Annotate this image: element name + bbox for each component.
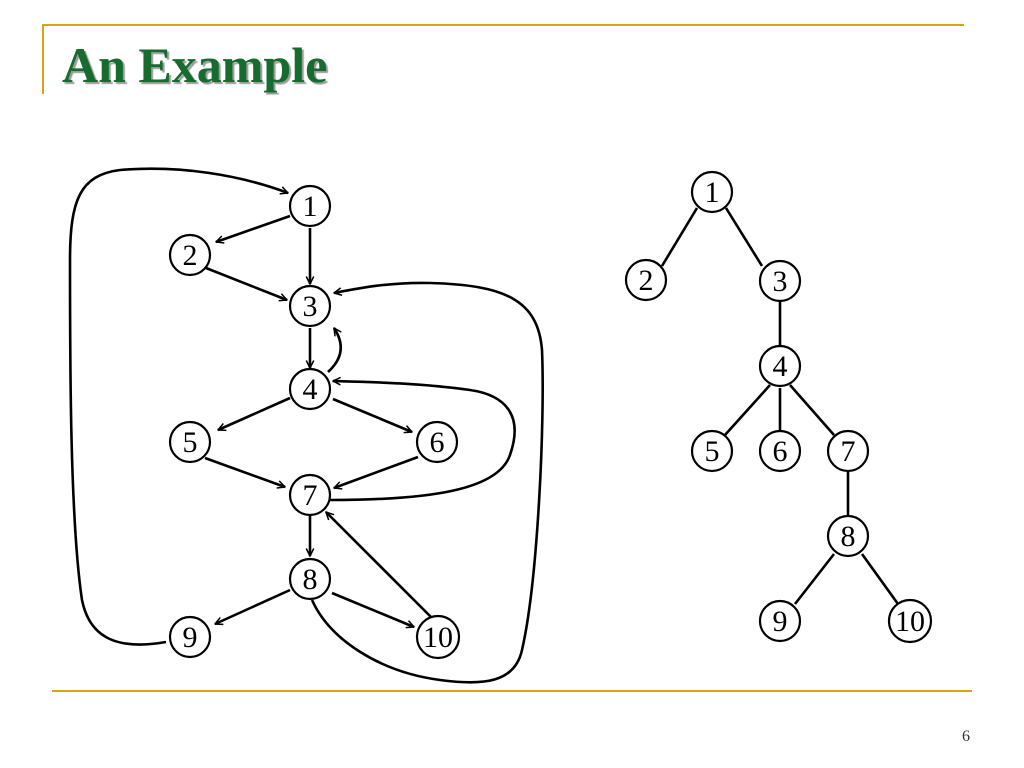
graph-node-7: 7 — [288, 473, 332, 517]
tree-edge-1-3 — [724, 207, 764, 267]
tree-node-9: 9 — [758, 599, 802, 643]
tree-node-10-label: 10 — [895, 605, 925, 638]
graph-node-4-label: 4 — [303, 373, 318, 406]
slide-title: An Example — [62, 37, 328, 93]
edge-2-3 — [205, 266, 287, 300]
graph-node-9: 9 — [168, 615, 212, 659]
tree-edges — [660, 207, 900, 605]
tree-node-3: 3 — [758, 259, 802, 303]
edge-9-1 — [68, 167, 288, 646]
graph-node-7-label: 7 — [303, 479, 318, 512]
tree-node-10: 10 — [887, 598, 933, 644]
edge-5-7 — [204, 456, 285, 487]
graph-node-8: 8 — [288, 557, 332, 601]
tree-node-6: 6 — [758, 429, 802, 473]
tree-node-1: 1 — [690, 170, 734, 214]
edge-4-5 — [218, 396, 291, 432]
bottom-rule — [52, 690, 972, 692]
edge-7-4 — [329, 381, 516, 502]
graph-node-10: 10 — [415, 614, 461, 660]
graph-node-6: 6 — [415, 420, 459, 464]
graph-node-5-label: 5 — [183, 426, 198, 459]
top-rule — [42, 24, 964, 26]
edge-4-6 — [332, 397, 412, 432]
edge-8-9 — [215, 588, 291, 626]
page-number: 6 — [962, 728, 970, 745]
graph-node-1: 1 — [288, 184, 332, 228]
tree-edge-4-5 — [724, 384, 771, 436]
edge-10-7 — [326, 512, 433, 619]
graph-node-3-label: 3 — [303, 290, 318, 323]
tree-edge-8-9 — [793, 553, 836, 605]
graph-node-9-label: 9 — [183, 621, 198, 654]
tree-nodes: 1 2 3 4 5 6 7 8 9 10 — [624, 170, 933, 644]
tree-node-8-label: 8 — [841, 520, 856, 553]
edge-8-3 — [310, 281, 544, 684]
tree-edge-1-2 — [660, 207, 699, 267]
tree-node-5-label: 5 — [705, 435, 720, 468]
graph-node-1-label: 1 — [303, 190, 318, 223]
tree-node-4-label: 4 — [773, 350, 788, 383]
tree-node-7: 7 — [826, 429, 870, 473]
tree-node-3-label: 3 — [773, 265, 788, 298]
tree-node-8: 8 — [826, 514, 870, 558]
edge-8-10 — [331, 591, 414, 627]
tree-node-4: 4 — [758, 344, 802, 388]
tree-node-9-label: 9 — [773, 605, 788, 638]
graph-node-3: 3 — [288, 284, 332, 328]
tree-node-2-label: 2 — [639, 264, 654, 297]
tree-node-6-label: 6 — [773, 435, 788, 468]
flow-graph-edges — [68, 167, 544, 684]
tree-node-5: 5 — [690, 429, 734, 473]
edge-1-2 — [216, 214, 291, 242]
edge-6-7 — [334, 455, 419, 488]
tree-edge-8-10 — [860, 553, 900, 605]
flow-graph-nodes: 1 2 3 4 5 6 7 8 9 10 — [168, 184, 461, 660]
left-rule — [42, 24, 44, 94]
tree-node-2: 2 — [624, 258, 668, 302]
tree-node-1-label: 1 — [705, 176, 720, 209]
tree-node-7-label: 7 — [841, 435, 856, 468]
graph-node-8-label: 8 — [303, 563, 318, 596]
edge-4-3 — [327, 328, 342, 373]
graph-node-2-label: 2 — [183, 239, 198, 272]
graph-node-4: 4 — [288, 367, 332, 411]
graph-node-5: 5 — [168, 420, 212, 464]
graph-node-6-label: 6 — [430, 426, 445, 459]
graph-node-2: 2 — [168, 233, 212, 277]
graph-node-10-label: 10 — [423, 621, 453, 654]
tree-edge-4-7 — [789, 384, 835, 436]
